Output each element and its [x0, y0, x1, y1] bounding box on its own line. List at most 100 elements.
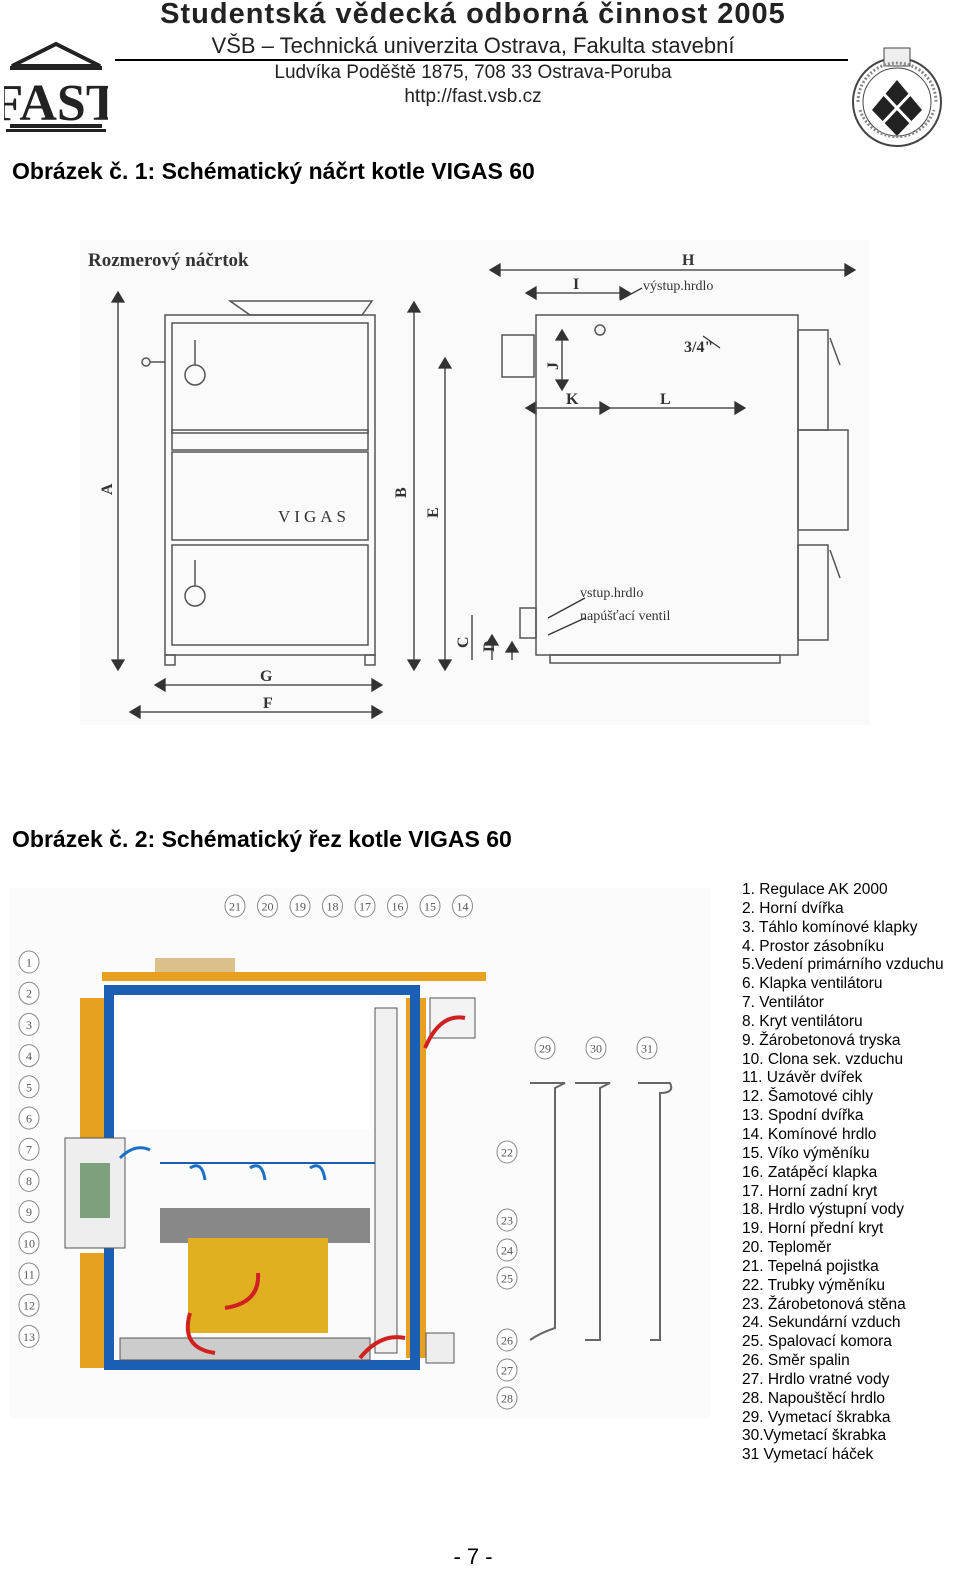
brand-label: VIGAS	[278, 507, 350, 526]
callout-label: 5	[26, 1080, 32, 1094]
legend-item: 9. Žárobetonová tryska	[742, 1031, 901, 1049]
callout-marker: 26	[496, 1328, 518, 1352]
page-number: - 7 -	[453, 1544, 493, 1569]
legend-item: 23. Žárobetonová stěna	[742, 1295, 906, 1313]
callout-marker: 11	[18, 1262, 40, 1286]
side-view	[501, 314, 849, 664]
upper-insulation	[102, 972, 486, 981]
dim-j: J	[545, 362, 562, 370]
callout-label: 30	[590, 1042, 602, 1056]
legend-item: 11. Uzávěr dvířek	[742, 1069, 863, 1087]
university-seal	[852, 47, 942, 147]
callout-label: 17	[359, 900, 371, 914]
callout-label: 20	[262, 900, 274, 914]
legend-item: 13. Spodní dvířka	[742, 1107, 864, 1125]
legend-item: 28. Napouštěcí hrdlo	[742, 1389, 886, 1407]
legend-item: 10. Clona sek. vzduchu	[742, 1050, 904, 1068]
legend-item: 2. Horní dvířka	[742, 899, 844, 917]
callout-label: 13	[23, 1330, 35, 1344]
callout-marker: 20	[257, 894, 278, 918]
legend-item: 19. Horní přední kryt	[742, 1220, 884, 1238]
callout-label: 19	[294, 900, 306, 914]
callout-label: 25	[501, 1272, 513, 1286]
callout-label: 16	[392, 900, 404, 914]
callout-label: 1	[26, 956, 32, 970]
callout-marker: 17	[354, 894, 376, 918]
callout-label: 10	[23, 1236, 35, 1250]
callout-marker: 1	[18, 950, 40, 974]
legend-item: 12. Šamotové cihly	[742, 1088, 873, 1106]
figure1-caption: Obrázek č. 1: Schématický náčrt kotle VI…	[12, 158, 535, 184]
dim-g: G	[260, 668, 273, 685]
callout-marker: 21	[224, 894, 246, 918]
dim-l: L	[660, 391, 671, 408]
callout-marker: 10	[18, 1231, 40, 1255]
dim-i: I	[573, 276, 579, 293]
callout-label: 4	[26, 1049, 32, 1063]
header-subtitle: VŠB – Technická univerzita Ostrava, Faku…	[211, 33, 735, 58]
valve-label: napúšťací ventil	[580, 609, 670, 624]
legend-item: 7. Ventilátor	[742, 994, 824, 1012]
legend-item: 20. Teploměr	[742, 1239, 832, 1257]
dim-e: E	[425, 507, 442, 518]
legend-item: 1. Regulace AK 2000	[742, 881, 888, 898]
legend-item: 22. Trubky výměníku	[742, 1276, 886, 1294]
figure2-legend: 1. Regulace AK 2000 2. Horní dvířka 3. T…	[742, 881, 944, 1465]
dim-a: A	[99, 483, 116, 495]
callout-marker: 13	[18, 1324, 40, 1348]
dim-b: B	[393, 487, 410, 498]
dim-f: F	[263, 695, 273, 712]
legend-item: 3. Táhlo komínové klapky	[742, 918, 918, 936]
callout-marker: 12	[18, 1293, 40, 1317]
sketch-title: Rozmerový náčrtok	[88, 250, 249, 271]
legend-item: 27. Hrdlo vratné vody	[742, 1370, 890, 1388]
legend-item: 30.Vymetací škrabka	[742, 1427, 887, 1445]
callout-marker: 2	[18, 981, 40, 1005]
callout-marker: 5	[18, 1075, 40, 1099]
callout-label: 29	[539, 1042, 551, 1056]
figure2-caption: Obrázek č. 2: Schématický řez kotle VIGA…	[12, 826, 512, 852]
outlet-label: výstup.hrdlo	[643, 279, 713, 294]
callout-marker: 16	[387, 894, 408, 918]
callout-marker: 27	[496, 1358, 518, 1382]
tool-shapes	[529, 1082, 673, 1341]
callout-label: 11	[23, 1268, 35, 1282]
callout-label: 3	[26, 1018, 32, 1032]
callout-marker: 25	[496, 1266, 518, 1290]
callout-marker: 22	[496, 1140, 518, 1164]
legend-item: 15. Víko výměníku	[742, 1144, 870, 1162]
callout-marker: 7	[18, 1137, 40, 1161]
callout-marker: 8	[18, 1168, 40, 1192]
callout-label: 31	[641, 1042, 653, 1056]
dim-h: H	[682, 252, 695, 269]
callout-marker: 24	[496, 1238, 518, 1262]
callout-marker: 9	[18, 1200, 40, 1224]
callout-label: 15	[424, 900, 436, 914]
header-title: Studentská vědecká odborná činnost 2005	[160, 0, 786, 30]
legend-item: 16. Zatápěcí klapka	[742, 1163, 878, 1181]
callout-label: 27	[501, 1364, 513, 1378]
callout-label: 8	[26, 1174, 32, 1188]
header-address: Ludvíka Poděště 1875, 708 33 Ostrava-Por…	[274, 62, 672, 83]
callout-label: 9	[26, 1205, 32, 1219]
callout-label: 28	[501, 1392, 513, 1406]
legend-item: 25. Spalovací komora	[742, 1333, 892, 1351]
callout-label: 21	[229, 900, 241, 914]
legend-item: 29. Vymetací škrabka	[742, 1408, 891, 1426]
header-url[interactable]: http://fast.vsb.cz	[404, 86, 542, 107]
callout-label: 26	[501, 1334, 513, 1348]
legend-item: 26. Směr spalin	[742, 1352, 850, 1370]
top-cover	[155, 958, 235, 976]
dim-k: K	[566, 391, 579, 408]
callout-label: 23	[501, 1214, 513, 1228]
callout-label: 6	[26, 1112, 32, 1126]
legend-item: 5.Vedení primárního vzduchu	[742, 956, 944, 974]
callout-label: 12	[23, 1299, 35, 1313]
callout-marker: 30	[585, 1036, 607, 1060]
dim-c: C	[455, 636, 472, 648]
legend-item: 18. Hrdlo výstupní vody	[742, 1201, 904, 1219]
figure1-dimension-sketch: Rozmerový náčrtok VIGAS	[80, 240, 870, 725]
header-rule	[115, 59, 848, 61]
legend-item: 31 Vymetací háček	[742, 1446, 874, 1464]
legend-item: 17. Horní zadní kryt	[742, 1182, 878, 1200]
